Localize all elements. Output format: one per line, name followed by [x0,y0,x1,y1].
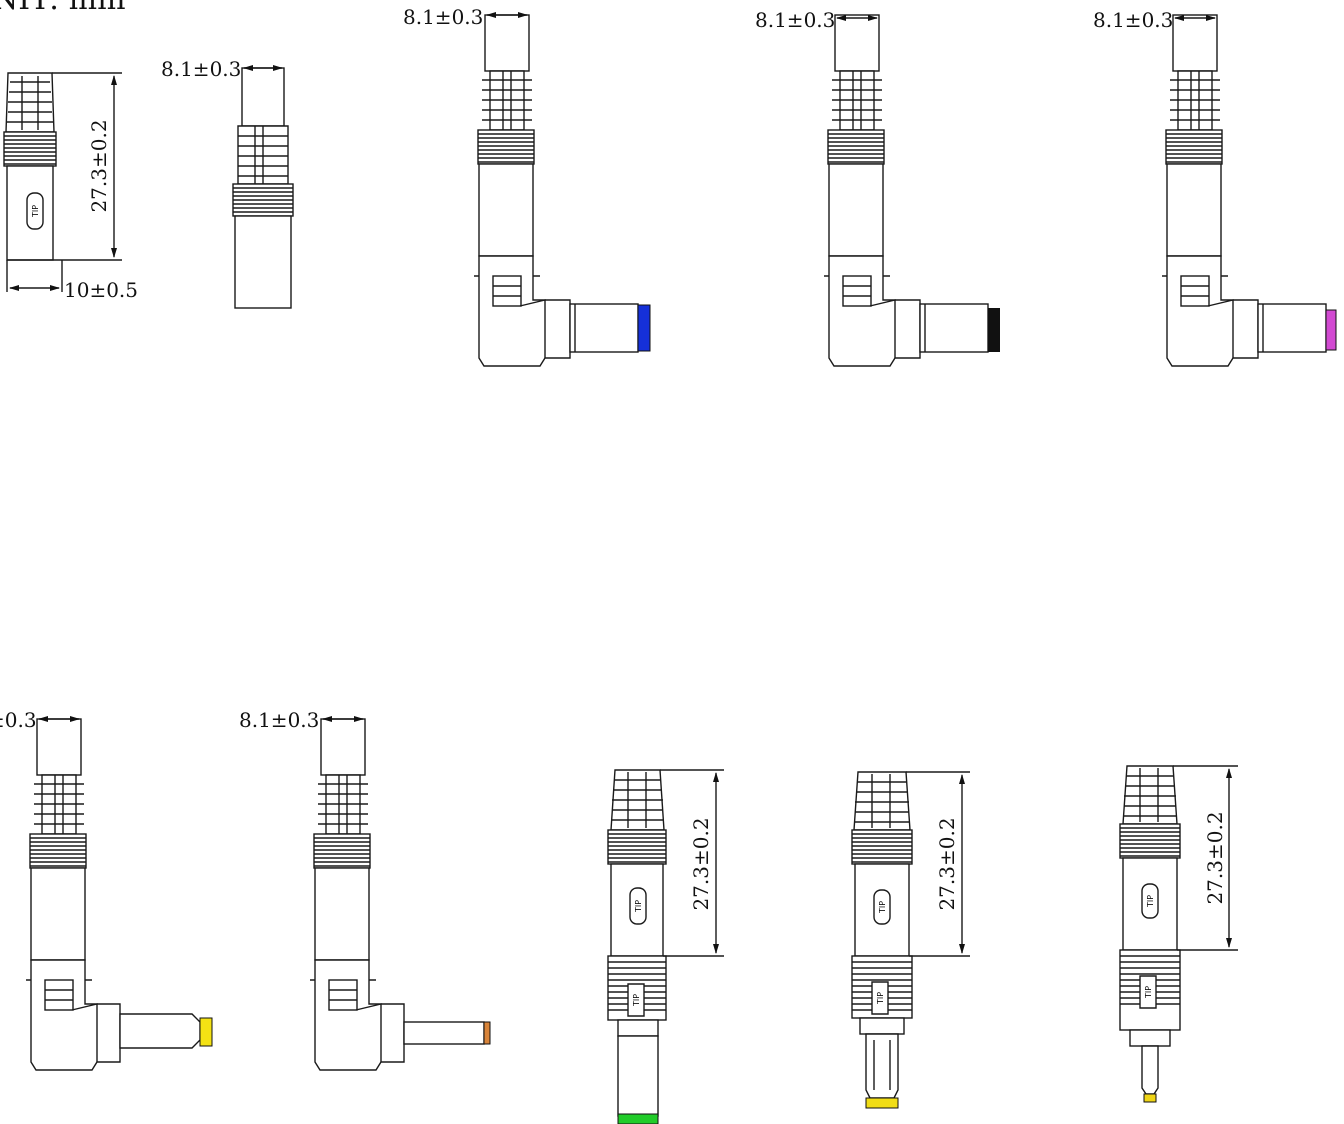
tip-marking: TIP [31,205,40,218]
connector-10-straight-yellow-tiny: TIP TIP 27.3±0.2 [1119,765,1238,1103]
dim-boot-width-7: 8.1±0.3 [239,708,319,732]
dim-body-length-8: 27.3±0.2 [689,817,713,910]
tip-color-yellow-tiny [1143,1093,1157,1103]
tip-color-orange [483,1021,491,1045]
tip-marking-8: TIP [634,900,643,913]
tip-color-yellow-small [865,1097,899,1109]
dim-boot-width-5: 8.1±0.3 [1093,8,1173,32]
tip-color-yellow [199,1017,213,1047]
connector-1-straight: TIP 27.3±0.2 10±0.5 [3,72,138,302]
connector-7-right-angle-orange [310,716,491,1071]
dim-body-length-10: 27.3±0.2 [1203,811,1227,904]
connector-6-right-angle-yellow [26,716,213,1071]
tip-marking-10b: TIP [1144,986,1153,999]
tip-marking-9b: TIP [876,992,885,1005]
connector-4-right-angle-black: 8.1±0.3 [755,8,1000,367]
connector-9-straight-yellow: TIP TIP 27.3±0.2 [851,771,970,1109]
tip-color-black [988,308,1000,352]
tip-marking-9: TIP [878,901,887,914]
connector-8-straight-green: TIP TIP 27.3±0.2 [607,769,724,1124]
dim-boot-width-6: ±0.3 [0,708,37,732]
dim-body-length-1: 27.3±0.2 [87,119,111,212]
tip-color-magenta [1325,309,1337,351]
connector-2-side: 8.1±0.3 [161,57,294,309]
tip-marking-8b: TIP [632,994,641,1007]
dim-boot-width-2: 8.1±0.3 [161,57,241,81]
dim-body-length-9: 27.3±0.2 [935,817,959,910]
dim-boot-width-4: 8.1±0.3 [755,8,835,32]
connector-5-right-angle-magenta: 8.1±0.3 [1093,8,1337,367]
unit-label: NIT: mm [0,0,126,17]
tip-color-green [617,1113,659,1124]
connector-3-right-angle-blue: 8.1±0.3 [403,5,651,367]
tip-color-blue [637,304,651,352]
dim-boot-width-3: 8.1±0.3 [403,5,483,29]
dim-body-width: 10±0.5 [64,278,138,302]
tip-marking-10: TIP [1146,895,1155,908]
